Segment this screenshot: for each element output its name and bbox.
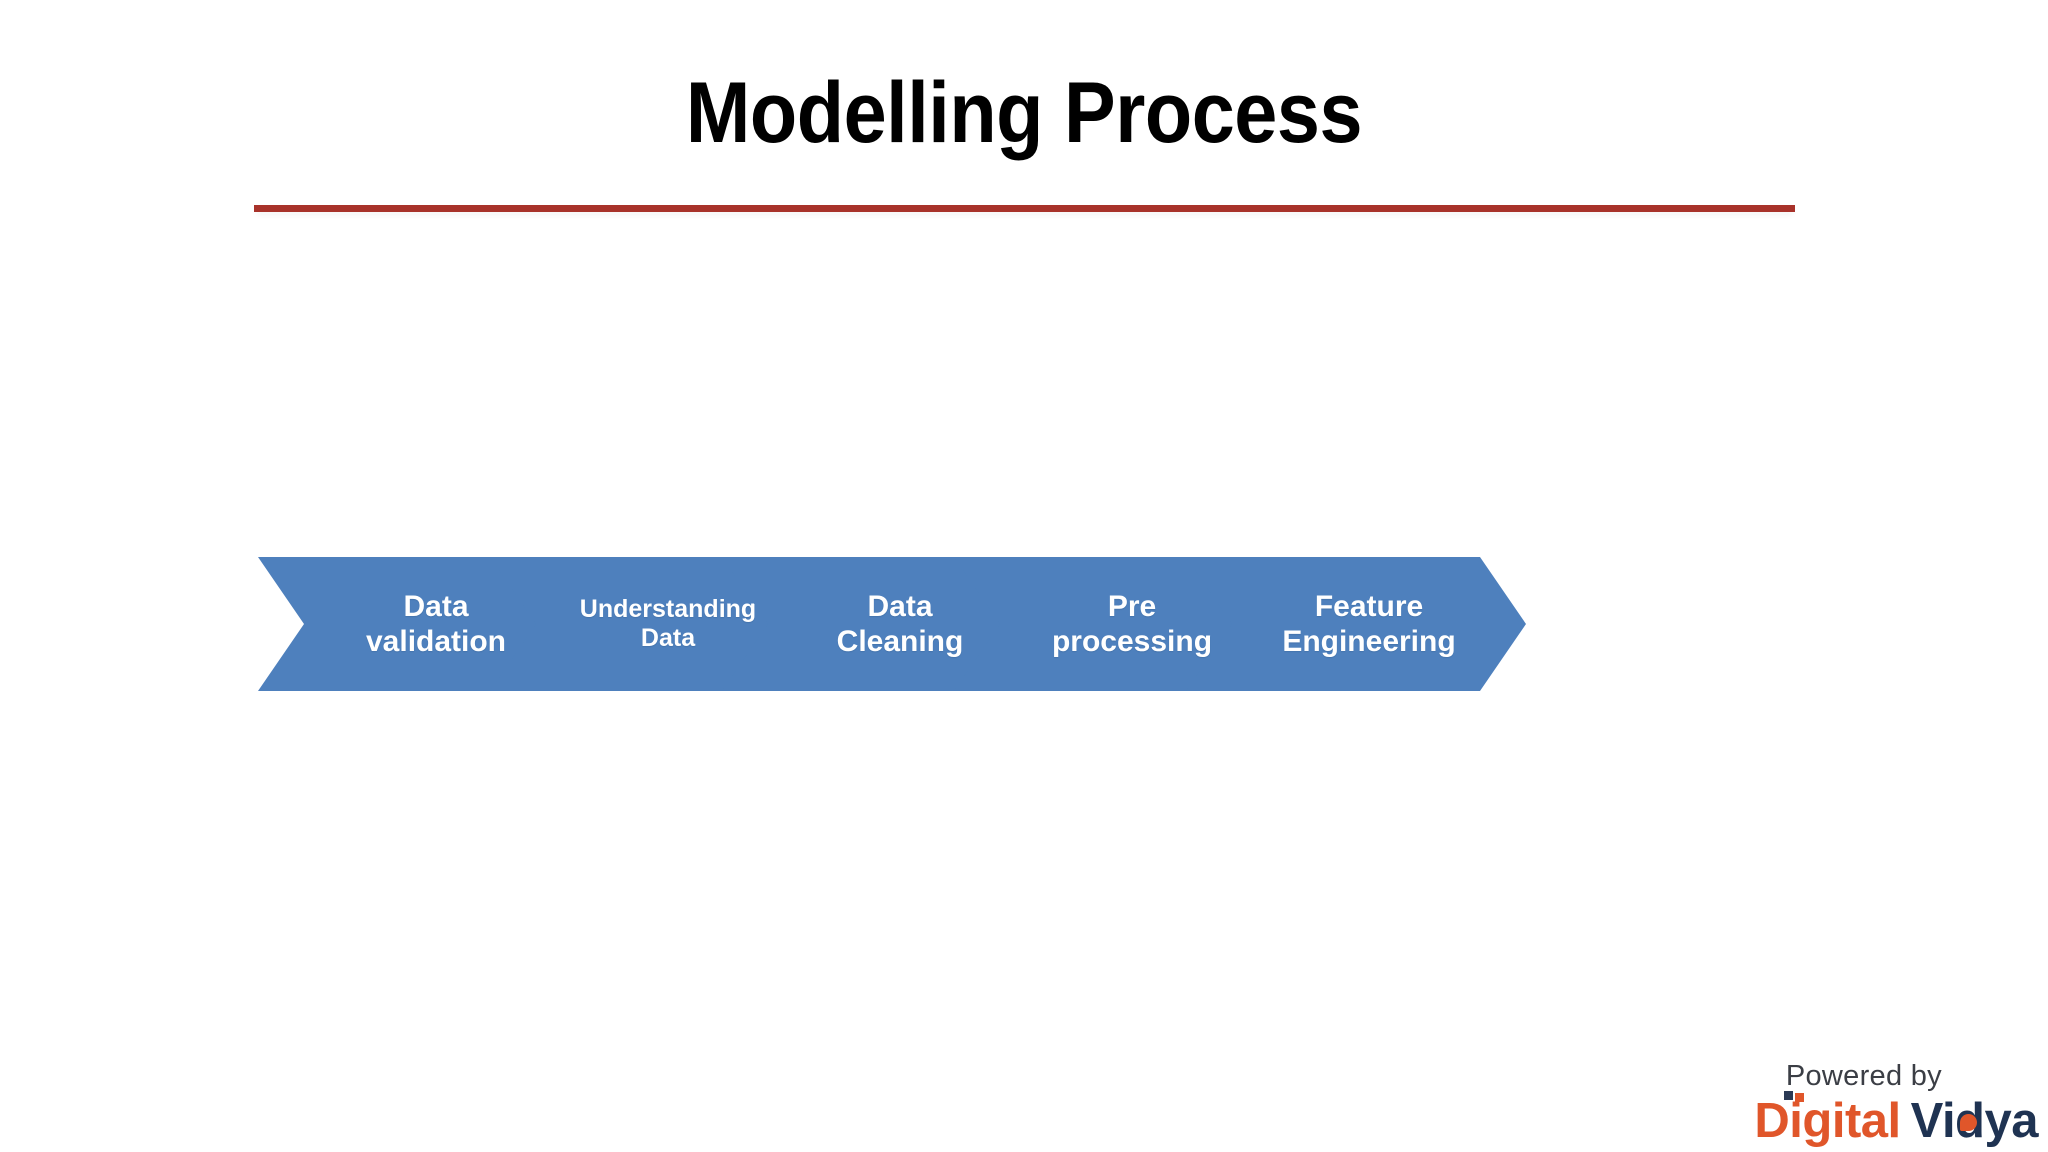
title-divider-rule bbox=[254, 205, 1795, 212]
process-step-4-label: Pre processing bbox=[1051, 589, 1213, 658]
process-step-2-label: Understanding Data bbox=[579, 594, 757, 652]
process-flow-diagram: Data validation Understanding Data Data … bbox=[258, 557, 1803, 691]
brand-name-primary: Digital bbox=[1754, 1094, 1901, 1148]
process-step-5-label: Feature Engineering bbox=[1282, 589, 1456, 658]
process-step-3-label: Data Cleaning bbox=[836, 589, 964, 658]
brand-name-secondary: Vidya bbox=[1910, 1094, 2039, 1148]
page-title: Modelling Process bbox=[685, 65, 1363, 161]
brand-powered-by-text: Powered by bbox=[1785, 1060, 1942, 1092]
process-step-1-label: Data validation bbox=[365, 589, 507, 658]
process-step-5[interactable]: Feature Engineering bbox=[1186, 557, 1526, 691]
